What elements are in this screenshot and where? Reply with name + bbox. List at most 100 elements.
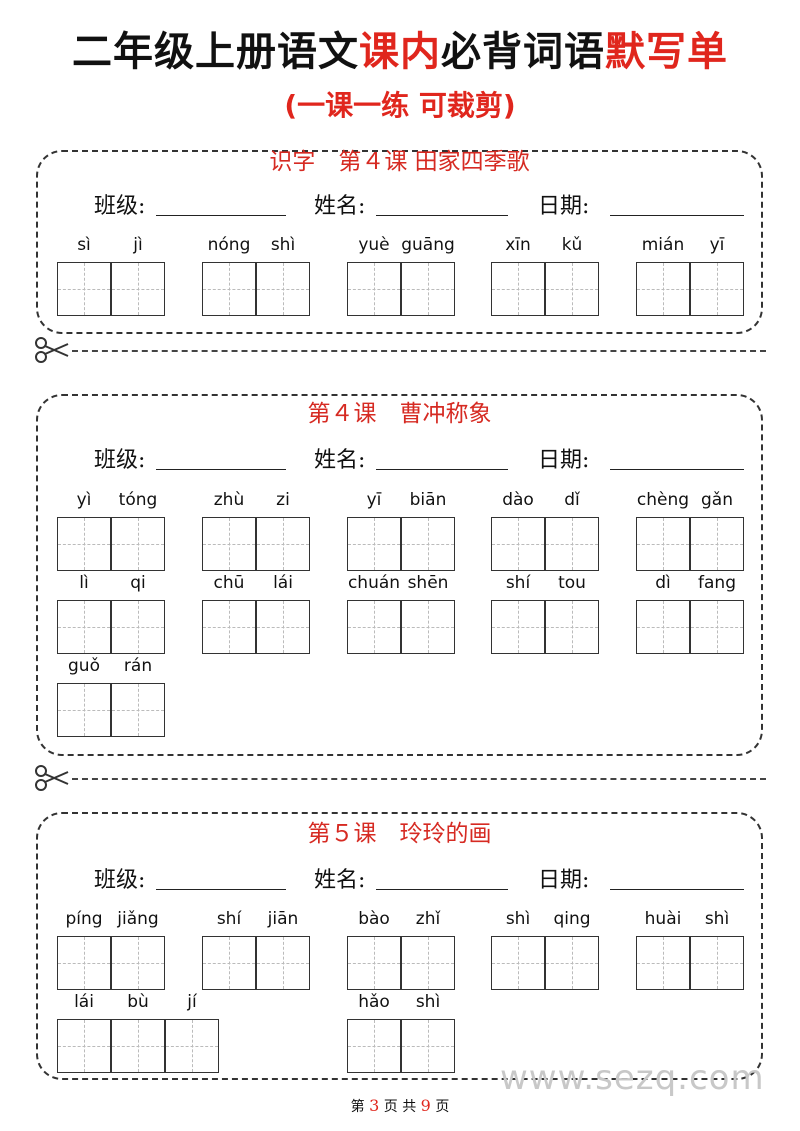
title-part-4: 默写单: [605, 29, 728, 75]
date-field[interactable]: 日期:: [538, 188, 748, 219]
writing-cell[interactable]: [202, 936, 256, 990]
student-info-row-3: 班级: 姓名: 日期:: [56, 862, 748, 893]
name-field[interactable]: 姓名:: [314, 188, 514, 219]
writing-cell[interactable]: [111, 1019, 165, 1073]
writing-cell[interactable]: [57, 936, 111, 990]
class-label: 班级:: [94, 868, 146, 893]
pinyin-label: píng: [65, 909, 103, 929]
pinyin-label: bù: [127, 992, 149, 1012]
pinyin-label: guāng: [401, 235, 455, 255]
total-page-number: 9: [420, 1096, 431, 1115]
date-blank[interactable]: [610, 215, 744, 216]
date-blank[interactable]: [610, 889, 744, 890]
writing-cell[interactable]: [256, 600, 310, 654]
writing-cell[interactable]: [690, 936, 744, 990]
writing-cell[interactable]: [690, 262, 744, 316]
writing-cell[interactable]: [347, 936, 401, 990]
class-field[interactable]: 班级:: [94, 442, 294, 473]
date-field[interactable]: 日期:: [538, 442, 748, 473]
writing-cell[interactable]: [491, 936, 545, 990]
writing-cell[interactable]: [491, 262, 545, 316]
writing-cell[interactable]: [111, 517, 165, 571]
date-label: 日期:: [538, 868, 590, 893]
name-field[interactable]: 姓名:: [314, 442, 514, 473]
writing-cell[interactable]: [690, 600, 744, 654]
name-blank[interactable]: [376, 469, 508, 470]
writing-cell[interactable]: [347, 1019, 401, 1073]
name-blank[interactable]: [376, 215, 508, 216]
writing-cell[interactable]: [545, 600, 599, 654]
date-label: 日期:: [538, 448, 590, 473]
pinyin-label: shì: [415, 992, 441, 1012]
writing-cell[interactable]: [202, 600, 256, 654]
writing-cell[interactable]: [111, 600, 165, 654]
pinyin-label: chèng: [636, 490, 690, 510]
pinyin-label: fang: [698, 573, 736, 593]
writing-cell[interactable]: [57, 1019, 111, 1073]
student-info-row-2: 班级: 姓名: 日期:: [56, 442, 748, 473]
pinyin-label: lì: [79, 573, 89, 593]
pinyin-label: lái: [273, 573, 293, 593]
writing-cell[interactable]: [165, 1019, 219, 1073]
page-subtitle: (一课一练 可裁剪): [284, 89, 516, 122]
writing-cell[interactable]: [636, 600, 690, 654]
footer-post: 页: [435, 1099, 450, 1115]
pinyin-label: chuán: [347, 573, 401, 593]
writing-cell[interactable]: [202, 262, 256, 316]
pinyin-label: guǒ: [68, 656, 100, 676]
name-blank[interactable]: [376, 889, 508, 890]
writing-cell[interactable]: [491, 600, 545, 654]
class-blank[interactable]: [156, 889, 286, 890]
writing-cell[interactable]: [111, 936, 165, 990]
writing-cell[interactable]: [636, 262, 690, 316]
writing-cell[interactable]: [202, 517, 256, 571]
writing-cell[interactable]: [347, 600, 401, 654]
section-title: 识字 第４课 田家四季歌: [269, 149, 530, 175]
writing-cell[interactable]: [401, 517, 455, 571]
writing-cell[interactable]: [256, 936, 310, 990]
writing-cell[interactable]: [401, 936, 455, 990]
writing-cell[interactable]: [401, 262, 455, 316]
pinyin-label: biān: [409, 490, 447, 510]
class-field[interactable]: 班级:: [94, 862, 294, 893]
class-blank[interactable]: [156, 469, 286, 470]
pinyin-label: shí: [505, 573, 531, 593]
writing-cell[interactable]: [57, 600, 111, 654]
writing-cell[interactable]: [57, 683, 111, 737]
cut-line: [72, 778, 766, 780]
page-footer: 第 3 页 共 9 页: [0, 1096, 800, 1116]
date-field[interactable]: 日期:: [538, 862, 748, 893]
scissors-icon: [34, 764, 72, 792]
writing-cell[interactable]: [491, 517, 545, 571]
cut-line: [72, 350, 766, 352]
current-page-number: 3: [369, 1096, 380, 1115]
writing-cell[interactable]: [111, 262, 165, 316]
writing-cell[interactable]: [256, 517, 310, 571]
writing-cell[interactable]: [690, 517, 744, 571]
writing-cell[interactable]: [545, 517, 599, 571]
writing-cell[interactable]: [401, 600, 455, 654]
class-blank[interactable]: [156, 215, 286, 216]
writing-cell[interactable]: [256, 262, 310, 316]
writing-cell[interactable]: [57, 517, 111, 571]
section-title: 第５课 玲玲的画: [307, 821, 492, 847]
writing-cell[interactable]: [636, 517, 690, 571]
pinyin-label: kǔ: [561, 235, 583, 255]
writing-cell[interactable]: [347, 517, 401, 571]
writing-cell[interactable]: [401, 1019, 455, 1073]
class-field[interactable]: 班级:: [94, 188, 294, 219]
writing-cell[interactable]: [636, 936, 690, 990]
pinyin-label: xīn: [505, 235, 531, 255]
writing-cell[interactable]: [57, 262, 111, 316]
page-title: 二年级上册语文课内必背词语默写单: [0, 28, 800, 76]
class-label: 班级:: [94, 194, 146, 219]
writing-cell[interactable]: [347, 262, 401, 316]
writing-cell[interactable]: [545, 936, 599, 990]
pinyin-label: rán: [123, 656, 153, 676]
pinyin-label: zhù: [213, 490, 245, 510]
writing-cell[interactable]: [111, 683, 165, 737]
pinyin-label: dǐ: [564, 490, 580, 510]
name-field[interactable]: 姓名:: [314, 862, 514, 893]
date-blank[interactable]: [610, 469, 744, 470]
writing-cell[interactable]: [545, 262, 599, 316]
